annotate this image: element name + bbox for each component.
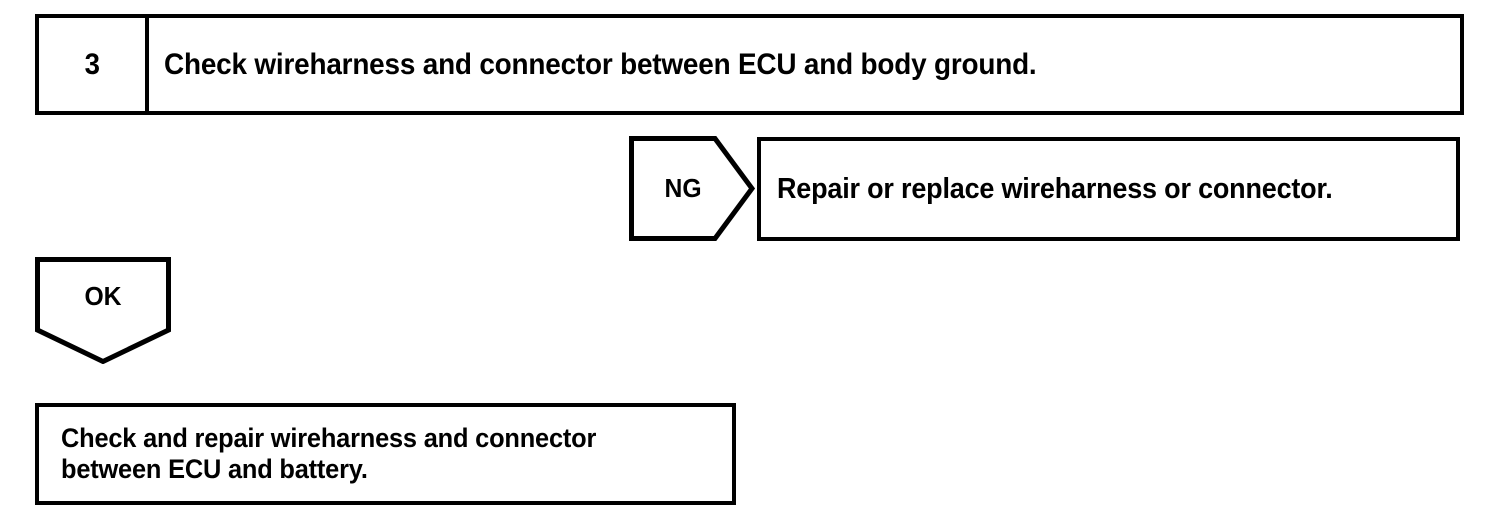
ng-result-box: Repair or replace wireharness or connect… [757, 137, 1460, 241]
step-number: 3 [84, 47, 100, 81]
ok-branch-label: OK [84, 280, 122, 311]
step-instruction-text: Check wireharness and connector between … [164, 47, 1037, 81]
ok-result-text-line-2: between ECU and battery. [61, 454, 368, 484]
ng-branch-arrow: NG [629, 136, 755, 241]
step-row: 3 Check wireharness and connector betwee… [35, 14, 1464, 115]
ok-result-box: Check and repair wireharness and connect… [35, 403, 736, 505]
ok-arrow-shape [35, 257, 171, 364]
ng-branch-label: NG [664, 173, 702, 203]
ok-branch-arrow: OK [35, 257, 171, 364]
step-instruction-cell: Check wireharness and connector between … [149, 18, 1460, 111]
ng-arrow-shape [629, 136, 755, 241]
step-number-cell: 3 [39, 18, 149, 111]
ng-result-text: Repair or replace wireharness or connect… [777, 172, 1333, 205]
ok-result-text-line-1: Check and repair wireharness and connect… [61, 423, 597, 453]
